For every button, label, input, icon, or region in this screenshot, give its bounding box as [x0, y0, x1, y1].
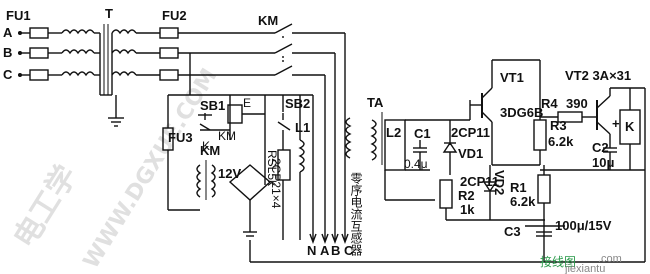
c1-value: 0.4μ	[404, 157, 428, 171]
relay-k: K +	[612, 88, 641, 170]
q1-label: 3DG6B	[500, 105, 543, 120]
bridge-label: 2CP21×4	[269, 158, 283, 209]
c3-label: C3	[504, 224, 521, 239]
phase-inputs: A B C	[3, 25, 30, 82]
km-fu3-label: KM	[200, 143, 220, 158]
output-n: N	[307, 243, 316, 258]
rsl-label: RSL5k	[265, 150, 279, 187]
ta-caption: 零序电流互感器	[349, 172, 363, 257]
r4-label: R4	[541, 96, 558, 111]
vt2-label: VT2 3A×31	[565, 68, 631, 83]
svg-text:jiexiantu: jiexiantu	[564, 263, 605, 274]
cp11-r2-label: 2CP11	[460, 174, 499, 189]
r3-value: 6.2k	[548, 134, 574, 149]
r1-value: 6.2k	[510, 194, 536, 209]
output-b: B	[331, 243, 340, 258]
relay-k-label: K	[625, 119, 635, 134]
fuse-fu1: FU1	[6, 8, 62, 81]
c2-value: 10μ	[592, 155, 614, 170]
e-label: E	[243, 96, 251, 110]
fu3-label: FU3	[168, 130, 193, 145]
ta-label: TA	[367, 95, 384, 110]
r4-value: 390	[566, 96, 588, 111]
c3-value: 100μ/15V	[555, 218, 612, 233]
l2-c1-section: L2 C1 0.4μ	[384, 119, 470, 201]
watermark-bottom: 接线图 .com jiexiantu	[540, 253, 622, 274]
vd1-label: VD1	[458, 146, 483, 161]
fuse-fu2: FU2	[136, 8, 187, 81]
c1-label: C1	[414, 126, 431, 141]
diodes-section: 2CP11 VD1 2CP11 R2 1k VD2	[439, 120, 545, 221]
r1-label: R1	[510, 180, 527, 195]
km-top-label: KM	[258, 13, 278, 28]
l2-label: L2	[386, 125, 401, 140]
phase-a-label: A	[3, 25, 13, 40]
r2-label: R2	[458, 188, 475, 203]
svg-text:T: T	[105, 6, 113, 21]
v12-label: 12V	[218, 166, 241, 181]
vt1-label: VT1	[500, 70, 524, 85]
k-label: K	[202, 139, 210, 153]
main-lines: KM N A B C	[178, 13, 354, 258]
r2-value: 1k	[460, 202, 475, 217]
r3-r4-c2-section: R3 6.2k R4 390 C2 10μ	[533, 60, 645, 171]
control-circuit: SB1 KM K E SB2 RSL5k L1	[167, 53, 352, 240]
svg-text:.com: .com	[598, 253, 622, 265]
c2-label: C2	[592, 140, 609, 155]
relay-plus: +	[612, 116, 620, 131]
output-c: C	[344, 243, 354, 258]
rectifier-section: FU3 KM 12V 2CP21×4	[162, 127, 645, 263]
cp11-vd1-label: 2CP11	[451, 125, 490, 140]
svg-text:FU2: FU2	[162, 8, 187, 23]
svg-text:电工学: 电工学	[7, 159, 84, 254]
r1-c3-section: R1 6.2k C3 100μ/15V	[504, 165, 612, 262]
km-sb1-label: KM	[218, 129, 236, 143]
transistor-vt2: VT2 3A×31	[565, 68, 646, 262]
transformer-t: T	[61, 6, 137, 127]
sb2-label: SB2	[285, 96, 310, 111]
svg-text:FU1: FU1	[6, 8, 31, 23]
phase-c-label: C	[3, 67, 13, 82]
l1-label: L1	[295, 120, 310, 135]
transistor-vt1: VT1 3DG6B	[469, 59, 543, 166]
sb1-label: SB1	[200, 98, 225, 113]
svg-text:接线图: 接线图	[540, 254, 576, 269]
output-a: A	[320, 243, 330, 258]
current-transformer-ta: TA 零序电流互感器	[349, 95, 384, 257]
vd2-label: VD2	[492, 170, 507, 195]
phase-b-label: B	[3, 45, 12, 60]
